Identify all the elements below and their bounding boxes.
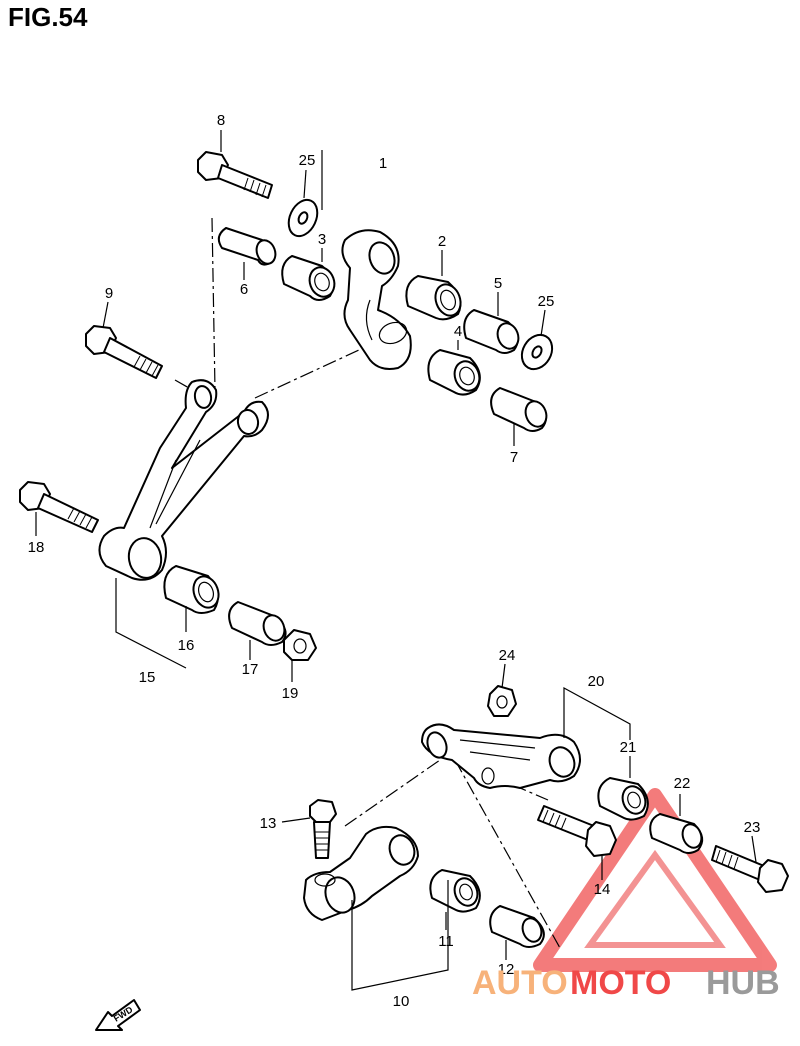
callout-9: 9 [105, 285, 113, 302]
watermark-text: AUTO MOTO HUB [472, 964, 780, 1002]
bearing-21-icon [597, 777, 649, 821]
lever-10-icon [303, 825, 419, 921]
bolt-23-icon [711, 845, 789, 893]
bolt-18-icon [19, 481, 99, 533]
collar-5-icon [463, 309, 520, 354]
collar-17-icon [228, 601, 287, 646]
callout-10: 10 [393, 993, 410, 1010]
bearing-11-icon [429, 869, 481, 913]
callout-3: 3 [318, 231, 326, 248]
washer-25-icon [287, 198, 319, 238]
lever-1-icon [341, 229, 412, 370]
cushion-rod-15-icon [98, 379, 269, 581]
bolt-14-icon [537, 805, 617, 857]
bearing-2-icon [405, 275, 462, 321]
lever-20-icon [421, 723, 581, 789]
bolt-13-icon [309, 799, 337, 859]
callout-14: 14 [594, 881, 611, 898]
callout-7: 7 [510, 449, 518, 466]
bolt-9-icon [85, 325, 163, 379]
collar-6-icon [217, 227, 277, 266]
center-line [344, 759, 441, 827]
callout-19: 19 [282, 685, 299, 702]
bearing-4-icon [427, 349, 481, 396]
center-line [454, 759, 561, 949]
watermark-part-hub: HUB [706, 964, 780, 1002]
callout-5: 5 [494, 275, 502, 292]
fwd-arrow-icon: FWD [95, 999, 141, 1031]
callout-11: 11 [438, 933, 454, 950]
callout-20: 20 [588, 673, 605, 690]
callout-22: 22 [674, 775, 691, 792]
callout-4: 4 [454, 323, 462, 340]
callout-23: 23 [744, 819, 761, 836]
callout-12: 12 [498, 961, 515, 978]
callout-8: 8 [217, 112, 225, 129]
washer-25-icon [520, 333, 554, 371]
nut-19-icon [283, 629, 317, 661]
center-line [211, 217, 216, 391]
collar-7-icon [490, 387, 548, 432]
figure-title: FIG.54 [8, 2, 88, 32]
collar-22-icon [649, 813, 704, 854]
callout-21: 21 [620, 739, 637, 756]
callout-16: 16 [178, 637, 195, 654]
leader-lines [35, 130, 757, 991]
callout-25: 25 [299, 152, 316, 169]
watermark-logo-icon [533, 788, 777, 972]
collar-12-icon [489, 905, 545, 948]
callout-25: 25 [538, 293, 555, 310]
watermark-part-moto: MOTO [570, 964, 671, 1002]
bearing-16-icon [163, 565, 220, 614]
bearing-3-icon [281, 255, 336, 301]
callout-13: 13 [260, 815, 277, 832]
bolt-8-icon [197, 151, 273, 199]
callout-18: 18 [28, 539, 45, 556]
callout-17: 17 [242, 661, 259, 678]
callout-24: 24 [499, 647, 516, 664]
callout-15: 15 [139, 669, 156, 686]
callout-6: 6 [240, 281, 248, 298]
callout-2: 2 [438, 233, 446, 250]
nut-24-icon [487, 685, 517, 717]
callout-1: 1 [379, 155, 387, 172]
watermark-part-auto: AUTO [472, 964, 568, 1002]
